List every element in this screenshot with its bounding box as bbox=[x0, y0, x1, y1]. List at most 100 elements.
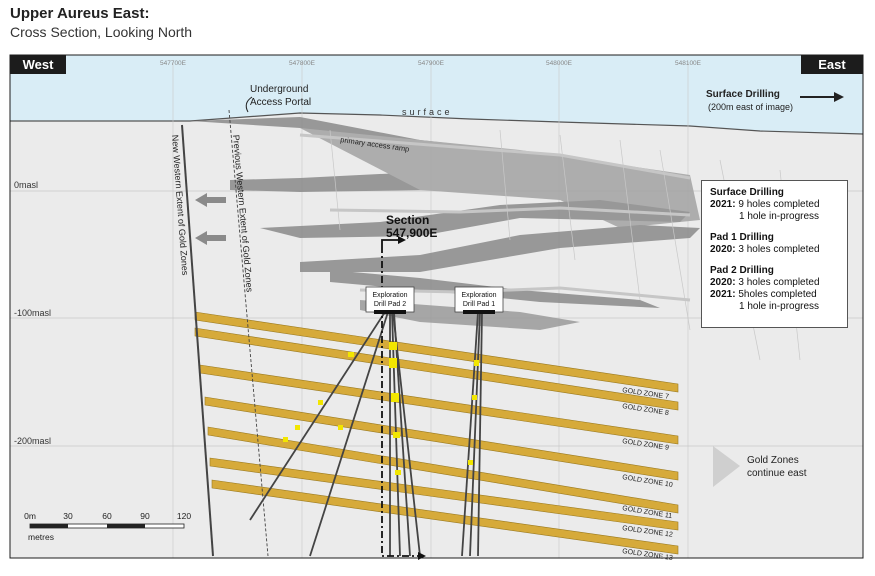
easting-label: 548000E bbox=[546, 60, 573, 67]
section-value: 547,900E bbox=[386, 226, 437, 240]
historic-trace bbox=[659, 149, 691, 331]
west-label: West bbox=[10, 55, 66, 74]
historic-drift-1 bbox=[299, 133, 691, 180]
drill-pad-2-box bbox=[365, 286, 415, 313]
drill-hole bbox=[461, 311, 479, 557]
drill-pad-2-label: Exploration bbox=[372, 292, 407, 299]
elevation-label: -100masl bbox=[14, 308, 51, 318]
east-arrow-icon bbox=[834, 92, 844, 102]
workings-level-5 bbox=[300, 225, 700, 272]
diagram-frame bbox=[9, 54, 864, 559]
gold-zone-8-band bbox=[194, 327, 679, 411]
intercept bbox=[338, 425, 343, 430]
scale-tick-label: 60 bbox=[102, 511, 112, 521]
scale-bar bbox=[29, 523, 185, 529]
scale-tick-label: 90 bbox=[140, 511, 150, 521]
scale-bar-segment bbox=[30, 524, 68, 528]
section-label: Section bbox=[386, 213, 429, 227]
summary-row: 2020: 3 holes completed bbox=[710, 277, 847, 289]
historic-trace bbox=[329, 129, 341, 231]
drill-hole bbox=[309, 311, 389, 557]
elevation-label: 0masl bbox=[14, 180, 38, 190]
easting-label: 548100E bbox=[675, 60, 702, 67]
scale-tick-label: 30 bbox=[63, 511, 73, 521]
summary-text: 1 hole in-progress bbox=[739, 211, 820, 222]
easting-label: 547700E bbox=[160, 60, 187, 67]
intercept bbox=[348, 352, 354, 357]
gold-zones bbox=[194, 311, 679, 555]
year-label: 2020: bbox=[710, 277, 736, 288]
west-arrow-icon bbox=[195, 193, 226, 207]
pad1-drill-holes bbox=[461, 311, 483, 557]
access-portal-label: Access Portal bbox=[250, 97, 311, 108]
intercept bbox=[318, 400, 323, 405]
scale-bar-segment bbox=[107, 524, 145, 528]
continue-label: Gold Zones bbox=[747, 455, 799, 466]
summary-row: 1 hole in-progress bbox=[710, 301, 847, 313]
new-western-extent-line bbox=[181, 124, 214, 557]
drilling-summary-box: Surface Drilling 2021: 9 holes completed… bbox=[701, 180, 848, 328]
page-title: Upper Aureus East: bbox=[10, 5, 150, 22]
year-label: 2021: bbox=[710, 289, 736, 300]
drill-pad-1-label: Exploration bbox=[461, 292, 496, 299]
west-arrow-icon bbox=[195, 231, 226, 245]
scale-tick-label: 120 bbox=[177, 511, 191, 521]
portal-pointer bbox=[245, 96, 253, 113]
drill-pad-1-label: Drill Pad 1 bbox=[463, 301, 495, 308]
drill-pad-1-box bbox=[454, 286, 504, 313]
summary-text: 9 holes completed bbox=[738, 199, 820, 210]
year-label: 2020: bbox=[710, 244, 736, 255]
intercept bbox=[468, 460, 473, 465]
gold-zone-10-band bbox=[204, 396, 679, 481]
pad2-drill-holes bbox=[249, 311, 421, 557]
summary-row: 2021: 9 holes completed bbox=[710, 199, 847, 211]
scale-unit: metres bbox=[28, 532, 54, 542]
continue-east-arrow-icon bbox=[713, 446, 740, 487]
scale-tick-label: 0m bbox=[24, 511, 36, 521]
pad1-drilling-title: Pad 1 Drilling bbox=[710, 232, 774, 243]
intercept bbox=[389, 358, 397, 368]
section-line-top bbox=[381, 239, 398, 246]
surface-drilling-label: Surface Drilling bbox=[706, 89, 780, 100]
summary-text: 5holes completed bbox=[738, 289, 817, 300]
continue-label: continue east bbox=[747, 468, 807, 479]
westward-arrows bbox=[195, 193, 226, 245]
intercept bbox=[472, 395, 477, 400]
drill-hole bbox=[249, 311, 386, 521]
historic-trace bbox=[559, 134, 576, 261]
drill-hole bbox=[469, 311, 481, 557]
intercept bbox=[393, 432, 400, 438]
intercept bbox=[391, 393, 399, 402]
section-arrowhead-icon bbox=[398, 236, 406, 244]
surface-drilling-note: (200m east of image) bbox=[708, 102, 793, 112]
year-label: 2021: bbox=[710, 199, 736, 210]
surface-drilling-title: Surface Drilling bbox=[710, 187, 784, 198]
elevation-label: -200masl bbox=[14, 436, 51, 446]
sky-background bbox=[10, 55, 863, 134]
gold-zone-12-band bbox=[209, 457, 679, 531]
intercept bbox=[395, 470, 401, 475]
underground-label: Underground bbox=[250, 84, 308, 95]
easting-label: 547900E bbox=[418, 60, 445, 67]
historic-trace bbox=[499, 129, 511, 241]
summary-row: 1 hole in-progress bbox=[710, 211, 847, 223]
pad2-drilling-title: Pad 2 Drilling bbox=[710, 265, 774, 276]
section-line bbox=[381, 246, 418, 557]
drill-pad-1-base bbox=[463, 310, 495, 314]
drill-hole bbox=[392, 311, 421, 557]
surface-label: surface bbox=[402, 107, 453, 117]
summary-text: 3 holes completed bbox=[738, 244, 820, 255]
east-label: East bbox=[801, 55, 863, 74]
summary-text: 1 hole in-progress bbox=[739, 301, 820, 312]
gold-zone-11-band bbox=[207, 426, 679, 514]
intercept bbox=[283, 437, 288, 442]
historic-trace bbox=[619, 139, 641, 301]
workings-level-7 bbox=[360, 300, 580, 330]
page-subtitle: Cross Section, Looking North bbox=[10, 24, 193, 40]
drill-hole bbox=[477, 311, 483, 557]
intercept bbox=[295, 425, 300, 430]
summary-text: 3 holes completed bbox=[738, 277, 820, 288]
summary-row: 2020: 3 holes completed bbox=[710, 244, 847, 256]
gold-intercepts bbox=[283, 342, 479, 475]
